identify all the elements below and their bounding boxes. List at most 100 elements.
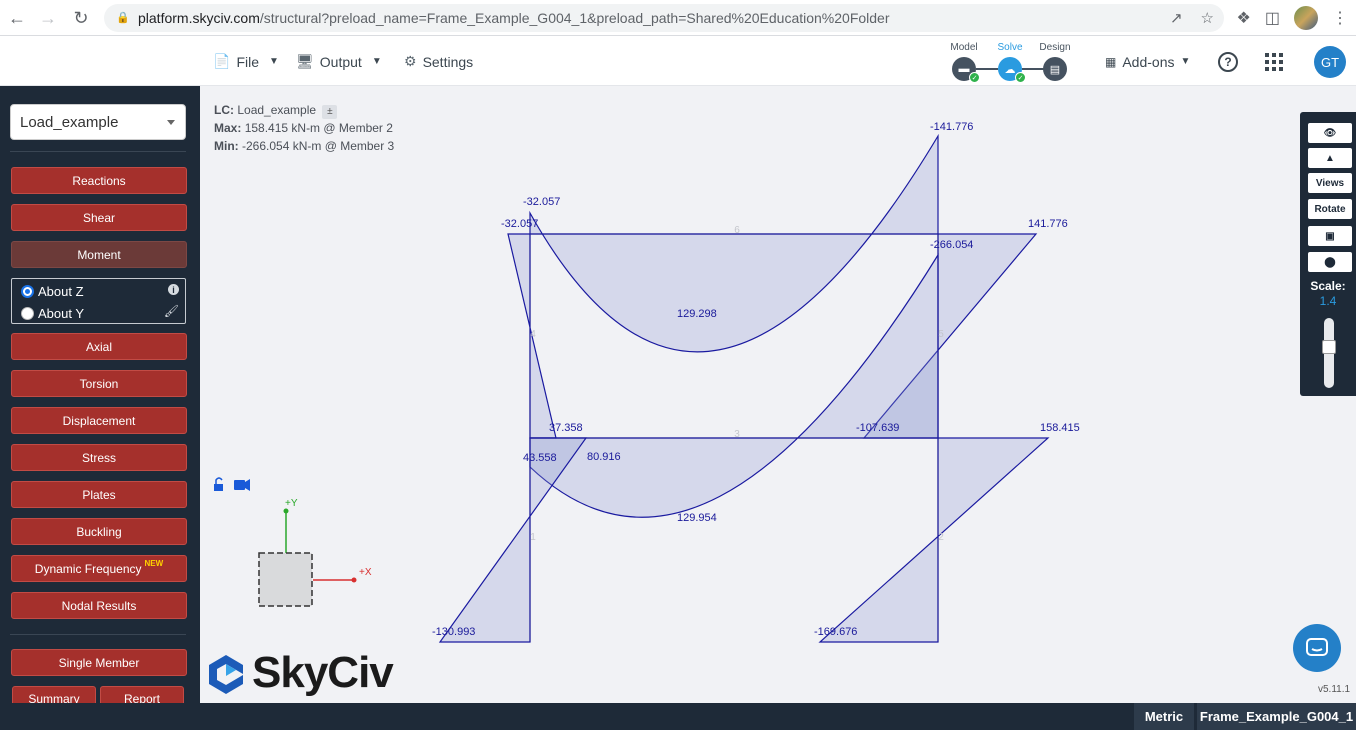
units-button[interactable]: Metric	[1134, 703, 1194, 730]
cloud-icon: ☁	[1004, 63, 1016, 76]
view-toolbar: 👁 ▲ Views Rotate ▣ ⬤ Scale: 1.4	[1300, 112, 1356, 396]
buckling-button[interactable]: Buckling	[11, 518, 187, 545]
settings-menu[interactable]: ⚙ Settings	[404, 37, 473, 86]
paintbrush-icon[interactable]: 🖌	[163, 304, 179, 318]
torsion-button[interactable]: Torsion	[11, 370, 187, 397]
file-menu[interactable]: 📄 File ▼	[213, 37, 279, 86]
check-icon: ✓	[969, 72, 980, 83]
status-bar: Metric Frame_Example_G004_1	[0, 703, 1356, 730]
dynamic-frequency-label: Dynamic Frequency	[34, 561, 142, 576]
app-header: 📄 File ▼ 🖥 Output ▼ ⚙ Settings Model Sol…	[0, 37, 1356, 86]
results-sidebar: Load_example Reactions Shear Moment Abou…	[0, 86, 200, 730]
cube-icon: ⬤	[1324, 256, 1336, 268]
version-label: v5.11.1	[1318, 684, 1351, 695]
bookmark-star-icon[interactable]: ☆	[1200, 10, 1214, 27]
nodal-results-button[interactable]: Nodal Results	[11, 592, 187, 619]
browser-toolbar: ← → ↻ 🔒 platform.skyciv.com/structural?p…	[0, 0, 1356, 36]
chevron-down-icon: ▼	[371, 56, 382, 67]
browser-profile-avatar[interactable]	[1294, 6, 1318, 30]
lock-icon: 🔒	[116, 12, 130, 24]
reload-icon[interactable]: ↻	[73, 7, 89, 28]
step-connector	[1022, 68, 1044, 70]
screenshot-button[interactable]: ▣	[1308, 226, 1352, 246]
moment-button[interactable]: Moment	[11, 241, 187, 268]
address-bar[interactable]: 🔒 platform.skyciv.com/structural?preload…	[104, 4, 1224, 32]
scale-slider-thumb[interactable]	[1322, 340, 1336, 354]
check-icon: ✓	[1015, 72, 1026, 83]
help-icon[interactable]: ?	[1218, 52, 1238, 72]
lc-key: LC:	[214, 103, 234, 117]
min-value: -266.054 kN-m @ Member 3	[242, 139, 395, 153]
url-host: platform.skyciv.com	[138, 10, 260, 26]
moment-axis-options: About Z About Y i 🖌	[11, 278, 186, 324]
info-icon[interactable]: i	[168, 284, 179, 295]
camera-icon: ▣	[1325, 230, 1335, 242]
max-key: Max:	[214, 121, 242, 135]
area-chart-icon: ▲	[1325, 152, 1335, 164]
file-menu-label: File	[236, 53, 259, 70]
user-avatar[interactable]: GT	[1314, 46, 1346, 78]
chevron-down-icon: ▼	[269, 56, 279, 67]
min-info: Min: -266.054 kN-m @ Member 3	[214, 139, 394, 153]
chevron-down-icon: ▼	[1180, 56, 1191, 67]
document-icon: ▤	[1049, 63, 1061, 76]
skyciv-logo-text: SkyCiv	[252, 648, 394, 697]
shear-button[interactable]: Shear	[11, 204, 187, 231]
settings-menu-label: Settings	[422, 53, 474, 70]
beam-icon: ▬	[958, 63, 970, 75]
3d-view-button[interactable]: ⬤	[1308, 252, 1352, 272]
about-z-radio[interactable]	[21, 285, 34, 298]
addons-label: Add-ons	[1122, 53, 1175, 70]
plates-button[interactable]: Plates	[11, 481, 187, 508]
single-member-button[interactable]: Single Member	[11, 649, 187, 676]
chevron-down-icon	[167, 120, 175, 125]
axial-button[interactable]: Axial	[11, 333, 187, 360]
dynamic-frequency-button[interactable]: Dynamic Frequency NEW	[11, 555, 187, 582]
reactions-button[interactable]: Reactions	[11, 167, 187, 194]
sidepanel-icon[interactable]: ◫	[1264, 10, 1280, 27]
new-badge: NEW	[144, 559, 164, 568]
chat-icon	[1306, 638, 1328, 656]
forward-icon[interactable]: →	[39, 7, 57, 28]
extensions-icon[interactable]: ❖	[1236, 10, 1251, 27]
about-z-label: About Z	[38, 284, 84, 299]
visibility-toggle-button[interactable]: 👁	[1308, 123, 1352, 143]
stress-button[interactable]: Stress	[11, 444, 187, 471]
about-y-label: About Y	[38, 306, 85, 321]
monitor-icon: 🖥	[296, 53, 314, 69]
toggle-sign-button[interactable]: ±	[322, 105, 338, 119]
max-value: 158.415 kN-m @ Member 2	[244, 121, 393, 135]
scale-label: Scale:	[1310, 279, 1346, 293]
step-model-button[interactable]: ▬ ✓	[952, 57, 980, 83]
step-design-label: Design	[1039, 42, 1071, 53]
about-y-option[interactable]: About Y	[21, 306, 84, 321]
output-menu[interactable]: 🖥 Output ▼	[296, 37, 382, 86]
share-icon[interactable]: ↗	[1169, 10, 1183, 27]
displacement-button[interactable]: Displacement	[11, 407, 187, 434]
scale-value: 1.4	[1319, 294, 1337, 308]
chat-button[interactable]	[1293, 624, 1341, 672]
about-y-radio[interactable]	[21, 307, 34, 320]
browser-menu-icon[interactable]: ⋮	[1332, 10, 1348, 27]
load-case-value: Load_example	[20, 113, 119, 131]
step-model-label: Model	[950, 42, 978, 53]
rotate-button[interactable]: Rotate	[1308, 199, 1352, 219]
lc-value: Load_example	[237, 103, 317, 117]
model-canvas[interactable]: LC: Load_example ± Max: 158.415 kN-m @ M…	[200, 86, 1356, 703]
max-info: Max: 158.415 kN-m @ Member 2	[214, 121, 393, 135]
diagram-style-button[interactable]: ▲	[1308, 148, 1352, 168]
load-case-info: LC: Load_example ±	[214, 103, 338, 119]
apps-grid-icon[interactable]	[1265, 53, 1283, 71]
file-icon: 📄	[213, 53, 231, 69]
step-solve-button[interactable]: ☁ ✓	[998, 57, 1026, 83]
views-button[interactable]: Views	[1308, 173, 1352, 193]
step-solve-label: Solve	[997, 42, 1023, 53]
file-name-label[interactable]: Frame_Example_G004_1	[1197, 703, 1356, 730]
step-design-button[interactable]: ▤	[1043, 57, 1067, 81]
addons-menu[interactable]: ▦ Add-ons ▼	[1105, 37, 1190, 86]
back-icon[interactable]: ←	[8, 7, 26, 28]
sidebar-divider	[10, 151, 186, 152]
load-case-select[interactable]: Load_example	[10, 104, 186, 140]
about-z-option[interactable]: About Z	[21, 284, 84, 299]
sidebar-divider	[10, 634, 186, 635]
